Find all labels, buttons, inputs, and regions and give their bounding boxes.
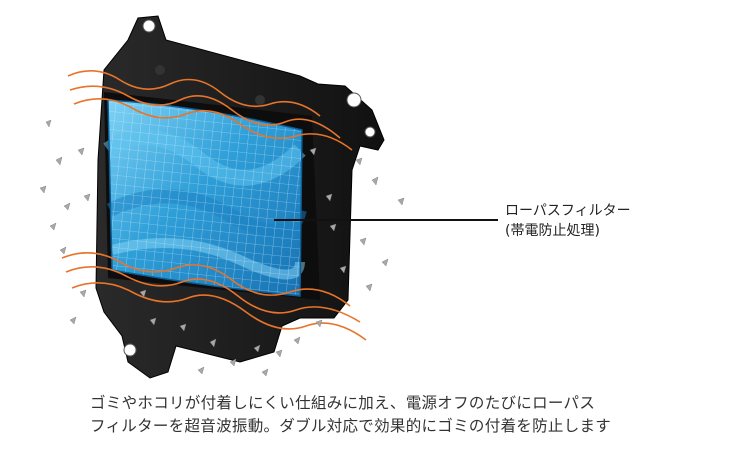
callout-line1: ローパスフィルター [505, 203, 631, 219]
vibration-waves [61, 70, 367, 341]
caption-line1: ゴミやホコリが付着しにくい仕組みに加え、電源オフのたびにローパス [90, 394, 596, 412]
caption-line2: フィルターを超音波振動。ダブル対応で効果的にゴミの付着を防止します [90, 417, 612, 435]
callout-line2: (帯電防止処理) [505, 223, 600, 239]
screw [255, 95, 265, 105]
callout-label: ローパスフィルター (帯電防止処理) [505, 201, 631, 241]
caption: ゴミやホコリが付着しにくい仕組みに加え、電源オフのたびにローパス フィルターを超… [90, 392, 730, 438]
mount-hole [142, 19, 156, 33]
mount-hole [346, 92, 362, 108]
screw [155, 65, 165, 75]
mount-hole [364, 126, 376, 138]
dust-particles [39, 119, 405, 377]
mount-hole [123, 343, 137, 357]
low-pass-filter [103, 99, 307, 297]
